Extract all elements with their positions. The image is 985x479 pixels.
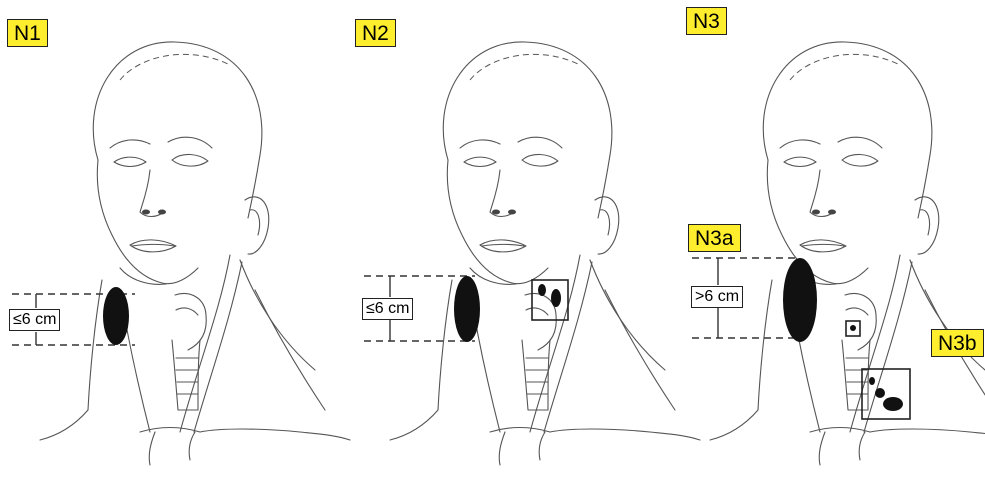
n1-lymph-node [103, 287, 129, 345]
n3b-node-1 [869, 377, 875, 385]
n3-small-node [850, 325, 856, 331]
stage-label-n2: N2 [355, 19, 396, 47]
stage-label-n1: N1 [7, 19, 48, 47]
measure-label-n2: ≤6 cm [362, 298, 413, 320]
stage-label-n3b: N3b [931, 329, 984, 357]
n2-contralateral-node-2 [551, 289, 561, 307]
stage-label-n3a: N3a [688, 224, 741, 252]
n3b-node-3 [883, 397, 903, 411]
n3b-supraclavicular-box [862, 369, 910, 419]
n3a-lymph-node [783, 258, 817, 342]
n2-lymph-node [454, 276, 480, 342]
panel-n1-illustration [40, 42, 350, 465]
measure-label-n3: >6 cm [691, 286, 743, 308]
stage-label-n3: N3 [686, 7, 727, 35]
measure-label-n1: ≤6 cm [9, 309, 60, 331]
n2-contralateral-node-1 [538, 284, 546, 296]
panel-n3-illustration [710, 42, 985, 465]
n3b-node-2 [875, 388, 885, 398]
panel-n2-illustration [390, 42, 700, 465]
